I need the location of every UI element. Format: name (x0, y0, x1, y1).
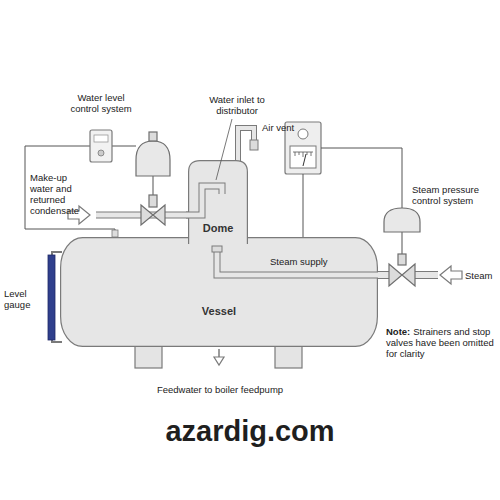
level-control-valve (136, 132, 170, 225)
component-label: Level gauge (4, 288, 44, 310)
air-vent (238, 128, 258, 162)
vessel-outline (61, 238, 378, 347)
signal-wire (303, 174, 304, 237)
signal-wire (112, 146, 136, 147)
flow-label: Steam supply (270, 256, 350, 267)
water-inlet-pipe (186, 186, 222, 215)
feedwater-arrow (214, 349, 224, 365)
component-label: Water level control system (62, 92, 140, 114)
level-controller (90, 130, 112, 162)
leader-line (216, 119, 232, 180)
component-label: Water inlet to distributor (198, 94, 276, 116)
component-label: Steam pressure control system (412, 184, 498, 206)
watermark: azardig.com (70, 414, 430, 448)
signal-wire (321, 148, 402, 208)
part-name: Vessel (202, 305, 236, 317)
component-label: Air vent (262, 122, 312, 133)
steam-control-valve (372, 208, 462, 286)
flow-label: Make-up water and returned condensate (30, 172, 92, 216)
flow-label: Feedwater to boiler feedpump (120, 384, 320, 395)
note-heading: Note: (386, 326, 410, 337)
make-up-pipe (68, 206, 190, 224)
part-name: Dome (203, 222, 234, 234)
steam-supply-pipe (212, 246, 378, 275)
flow-label: Steam (465, 270, 499, 281)
level-sensor (112, 230, 118, 237)
level-gauge (48, 252, 62, 342)
note-text: Strainers and stop valves have been omit… (386, 326, 494, 359)
